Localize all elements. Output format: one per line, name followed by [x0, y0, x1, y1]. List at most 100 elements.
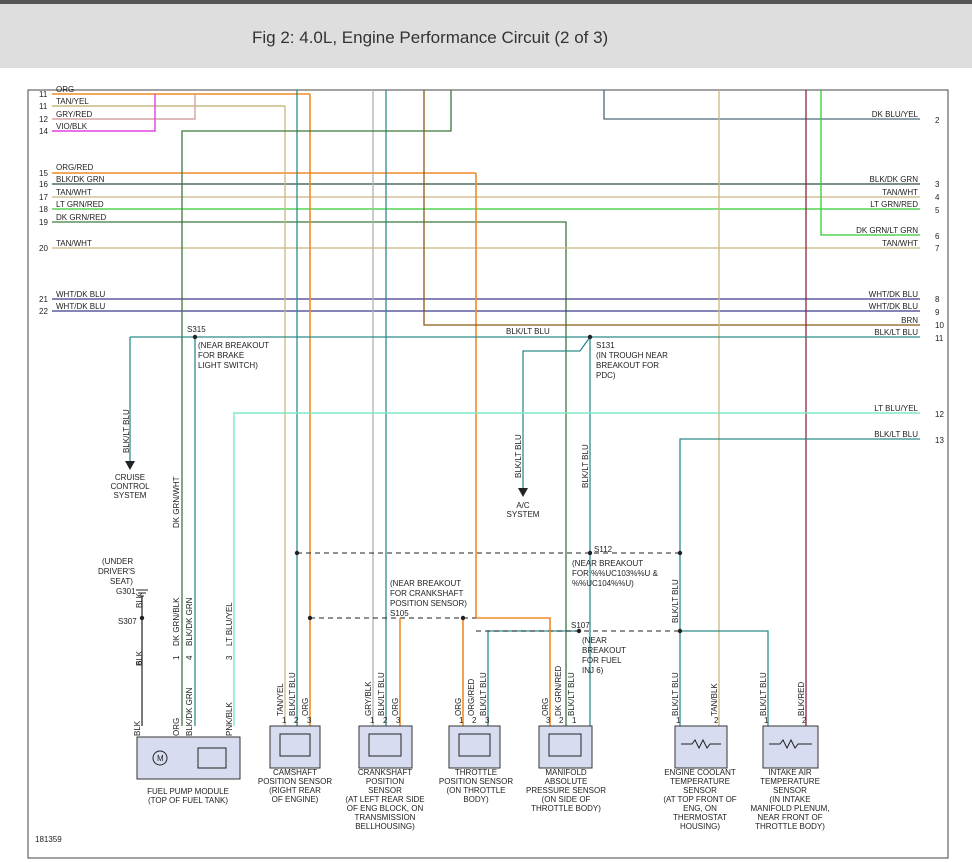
svg-text:CRANKSHAFT: CRANKSHAFT — [358, 768, 412, 777]
svg-text:POSITION SENSOR: POSITION SENSOR — [258, 777, 332, 786]
svg-text:1: 1 — [172, 655, 181, 660]
svg-text:BREAKOUT FOR: BREAKOUT FOR — [596, 361, 659, 370]
svg-text:BELLHOUSING): BELLHOUSING) — [355, 822, 415, 831]
svg-text:21: 21 — [39, 295, 48, 304]
svg-text:TAN/WHT: TAN/WHT — [882, 188, 918, 197]
wire-lt-blu-yel — [233, 412, 920, 726]
svg-text:S107: S107 — [571, 621, 590, 630]
svg-text:(ON THROTTLE: (ON THROTTLE — [447, 786, 506, 795]
svg-text:19: 19 — [39, 218, 48, 227]
svg-text:DK GRN/BLK: DK GRN/BLK — [172, 597, 181, 646]
svg-text:22: 22 — [39, 307, 48, 316]
svg-text:BLK: BLK — [135, 650, 144, 666]
svg-text:BLK/LT BLU: BLK/LT BLU — [671, 579, 680, 623]
pin-numbers: 6 1 4 3 1 2 3 1 2 3 1 2 3 3 2 1 1 2 1 2 — [135, 655, 807, 725]
svg-text:12: 12 — [935, 410, 944, 419]
wire-dk-grn-lt-grn — [820, 90, 920, 236]
wire-vio-blk — [52, 94, 156, 132]
svg-text:CONTROL: CONTROL — [110, 482, 150, 491]
intake-air-temp-sensor: INTAKE AIR TEMPERATURE SENSOR (IN INTAKE… — [750, 725, 830, 831]
figure-header: Fig 2: 4.0L, Engine Performance Circuit … — [0, 4, 972, 68]
svg-text:ORG: ORG — [454, 698, 463, 716]
svg-text:G301: G301 — [116, 587, 136, 596]
svg-text:CAMSHAFT: CAMSHAFT — [273, 768, 317, 777]
svg-text:M: M — [157, 754, 164, 763]
svg-text:BLK/LT BLU: BLK/LT BLU — [377, 672, 386, 716]
potentiometer-icon — [458, 733, 491, 757]
svg-text:4: 4 — [185, 655, 194, 660]
svg-text:TAN/YEL: TAN/YEL — [276, 683, 285, 716]
svg-text:2: 2 — [294, 716, 299, 725]
svg-text:MANIFOLD PLENUM,: MANIFOLD PLENUM, — [750, 804, 829, 813]
svg-text:DRIVER'S: DRIVER'S — [98, 567, 135, 576]
svg-text:ENGINE COOLANT: ENGINE COOLANT — [664, 768, 736, 777]
svg-text:4: 4 — [935, 193, 940, 202]
svg-text:MANIFOLD: MANIFOLD — [545, 768, 587, 777]
svg-text:ORG: ORG — [391, 698, 400, 716]
svg-text:11: 11 — [935, 334, 944, 343]
svg-text:HOUSING): HOUSING) — [680, 822, 720, 831]
svg-text:20: 20 — [39, 244, 48, 253]
arrow-cruise — [125, 461, 135, 470]
svg-text:BLK: BLK — [133, 720, 142, 736]
svg-text:LIGHT SWITCH): LIGHT SWITCH) — [198, 361, 258, 370]
svg-text:SEAT): SEAT) — [110, 577, 133, 586]
svg-text:THROTTLE BODY): THROTTLE BODY) — [755, 822, 825, 831]
svg-text:POSITION SENSOR: POSITION SENSOR — [439, 777, 513, 786]
ground-icon — [136, 589, 148, 597]
splice-notes: S315 (NEAR BREAKOUT FOR BRAKE LIGHT SWIT… — [98, 325, 668, 675]
svg-text:S105: S105 — [390, 609, 409, 618]
svg-text:ENG, ON: ENG, ON — [683, 804, 717, 813]
svg-text:16: 16 — [39, 180, 48, 189]
window-top-bar — [0, 0, 972, 4]
svg-text:ORG: ORG — [172, 718, 181, 736]
svg-text:3: 3 — [485, 716, 490, 725]
svg-text:PRESSURE SENSOR: PRESSURE SENSOR — [526, 786, 606, 795]
svg-text:VIO/BLK: VIO/BLK — [56, 122, 88, 131]
svg-text:TAN/BLK: TAN/BLK — [710, 683, 719, 716]
svg-text:PNK/BLK: PNK/BLK — [225, 702, 234, 736]
svg-text:LT BLU/YEL: LT BLU/YEL — [225, 602, 234, 646]
svg-text:ORG: ORG — [541, 698, 550, 716]
blk-lt-blu-network — [125, 336, 920, 726]
motor-icon — [152, 750, 168, 766]
wire-dk-grn-wht — [181, 90, 452, 726]
svg-text:BLK/LT BLU: BLK/LT BLU — [122, 409, 131, 453]
svg-text:S315: S315 — [187, 325, 206, 334]
figure-id: 181359 — [35, 835, 62, 844]
svg-text:ABSOLUTE: ABSOLUTE — [545, 777, 588, 786]
wire-dk-grn-red — [52, 221, 567, 726]
svg-text:(AT LEFT REAR SIDE: (AT LEFT REAR SIDE — [345, 795, 424, 804]
svg-text:BLK/DK GRN: BLK/DK GRN — [56, 175, 105, 184]
fuel-pump-module: M FUEL PUMP MODULE (TOP OF FUEL TANK) — [136, 736, 241, 805]
svg-text:3: 3 — [225, 655, 234, 660]
svg-text:(NEAR BREAKOUT: (NEAR BREAKOUT — [390, 579, 461, 588]
svg-text:1: 1 — [370, 716, 375, 725]
top-vertical-wires — [181, 90, 920, 726]
svg-text:OF ENGINE): OF ENGINE) — [272, 795, 319, 804]
destination-labels: CRUISE CONTROL SYSTEM A/C SYSTEM — [110, 473, 539, 519]
svg-text:BRN: BRN — [901, 316, 918, 325]
svg-text:WHT/DK BLU: WHT/DK BLU — [56, 302, 106, 311]
svg-text:THROTTLE: THROTTLE — [455, 768, 497, 777]
svg-text:BLK/LT BLU: BLK/LT BLU — [671, 672, 680, 716]
sensor-element-icon — [279, 733, 311, 757]
svg-text:TAN/WHT: TAN/WHT — [882, 239, 918, 248]
svg-text:(NEAR: (NEAR — [582, 636, 607, 645]
svg-text:1: 1 — [459, 716, 464, 725]
svg-text:DK GRN/RED: DK GRN/RED — [554, 666, 563, 716]
svg-text:FUEL PUMP MODULE: FUEL PUMP MODULE — [147, 787, 229, 796]
svg-text:INTAKE AIR: INTAKE AIR — [768, 768, 812, 777]
svg-text:THERMOSTAT: THERMOSTAT — [673, 813, 727, 822]
svg-text:(ON SIDE OF: (ON SIDE OF — [542, 795, 591, 804]
svg-text:1: 1 — [764, 716, 769, 725]
svg-text:1: 1 — [572, 716, 577, 725]
svg-text:GRY/BLK: GRY/BLK — [364, 681, 373, 716]
svg-text:8: 8 — [935, 295, 940, 304]
svg-text:ORG/RED: ORG/RED — [56, 163, 94, 172]
crankshaft-sensor: CRANKSHAFT POSITION SENSOR (AT LEFT REAR… — [345, 725, 425, 831]
svg-text:POSITION SENSOR): POSITION SENSOR) — [390, 599, 467, 608]
svg-text:LT GRN/RED: LT GRN/RED — [56, 200, 104, 209]
svg-text:S307: S307 — [118, 617, 137, 626]
